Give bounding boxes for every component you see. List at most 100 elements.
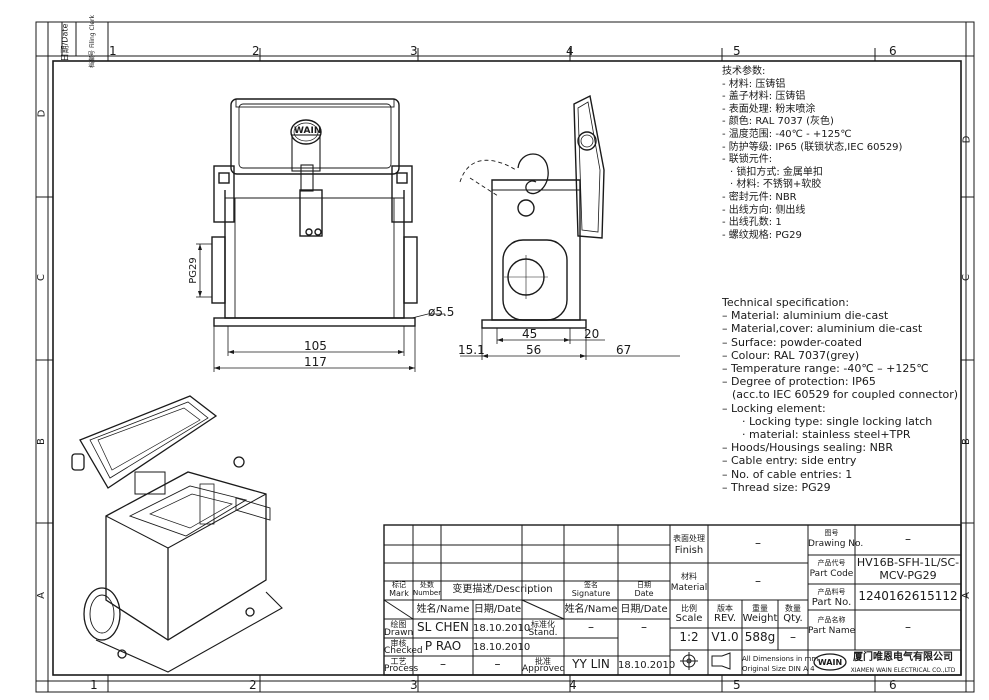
tb-rev-en: REV. xyxy=(714,613,736,624)
spec-cn-line: - 盖子材料: 压铸铝 xyxy=(722,91,806,103)
col-label-bottom-2: 2 xyxy=(249,678,257,692)
spec-cn-line: - 温度范围: -40℃ - +125℃ xyxy=(722,128,852,140)
spec-cn-line: - 密封元件: NBR xyxy=(722,191,797,203)
tb-qty-en: Qty. xyxy=(783,613,803,624)
tb-sig-en: Signature xyxy=(571,589,611,598)
row-label-left-c: C xyxy=(35,274,47,281)
tb-drawn-cn: 绘图 xyxy=(390,620,407,629)
spec-cn-line: - 出线方向: 侧出线 xyxy=(722,204,806,216)
tb-approved-name: YY LIN xyxy=(572,657,610,671)
side-view xyxy=(459,94,680,360)
tb-drawing-no-val: – xyxy=(905,532,911,546)
spec-cn-line: - 出线孔数: 1 xyxy=(722,217,782,229)
tb-number-cn: 处数 xyxy=(420,581,434,589)
col-label-top-6: 6 xyxy=(889,44,897,58)
tb-sig-cn: 签名 xyxy=(584,581,598,589)
spec-en-line: – Cable entry: side entry xyxy=(722,454,857,468)
tb-checked-date: 18.10.2010 xyxy=(473,642,531,653)
col-label-bottom-6: 6 xyxy=(889,678,897,692)
front-view xyxy=(196,98,445,372)
tb-part-name-cn: 产品名称 xyxy=(817,616,846,624)
tb-stand-en: Stand. xyxy=(528,628,558,638)
tb-drawn-en: Drawn xyxy=(384,628,414,638)
tb-stand-cn: 标准化 xyxy=(531,620,555,629)
tb-part-code-en: Part Code xyxy=(809,569,854,579)
dim-pg29: PG29 xyxy=(187,257,199,284)
row-label-left-d: D xyxy=(36,109,48,118)
col-label-top-5: 5 xyxy=(733,44,741,58)
tb-approved-date: 18.10.2010 xyxy=(618,660,676,671)
spec-cn-line: · 锁扣方式: 金属单扣 xyxy=(730,166,823,178)
spec-cn-line: - 防护等级: IP65 (联锁状态,IEC 60529) xyxy=(722,141,903,153)
tb-process-date: – xyxy=(494,657,501,671)
tb-dim-note2: Original Size DIN A 4 xyxy=(742,665,815,673)
spec-en-line: – Material: aluminium die-cast xyxy=(722,309,889,323)
spec-en-line: – Hoods/Housings sealing: NBR xyxy=(722,441,894,455)
corner-filing: 档案号 Filing Clerk xyxy=(88,15,96,68)
tb-date-hdr2: 日期/Date xyxy=(620,604,668,615)
tb-company-cn: 厦门唯恩电气有限公司 xyxy=(853,652,953,663)
tb-part-name-val: – xyxy=(905,620,911,634)
tb-checked-cn: 审核 xyxy=(390,639,407,648)
tb-weight-en: Weight xyxy=(742,613,778,624)
tb-company-en: XIAMEN WAIN ELECTRICAL CO.,LTD xyxy=(850,667,956,674)
tb-drawing-no-en: Drawing No. xyxy=(808,539,864,549)
dim-45: 45 xyxy=(522,327,538,341)
dim-151: 15.1 xyxy=(458,343,485,357)
spec-en-line: – Colour: RAL 7037(grey) xyxy=(722,348,860,362)
tb-rev-val: V1.0 xyxy=(711,630,739,644)
tb-part-code-val1: HV16B-SFH-1L/SC- xyxy=(856,556,960,569)
tb-approved-en: Approved xyxy=(522,664,566,674)
tb-part-code-val2: MCV-PG29 xyxy=(879,569,937,582)
tb-finish-en: Finish xyxy=(674,545,704,556)
row-label-left-a: A xyxy=(35,592,47,599)
tb-dim-note1: All Dimensions in mm xyxy=(742,655,819,663)
tb-checked-en: Checked xyxy=(384,646,423,656)
tb-checked-name: P RAO xyxy=(424,639,462,653)
tb-scale-val: 1:2 xyxy=(679,630,699,644)
tb-part-code-cn: 产品代号 xyxy=(817,559,846,567)
tb-scale-en: Scale xyxy=(675,613,703,624)
col-label-bottom-3: 3 xyxy=(410,678,418,692)
spec-english: Technical specification: – Material: alu… xyxy=(722,296,972,494)
tb-weight-cn: 重量 xyxy=(752,604,768,613)
col-label-top-1: 1 xyxy=(109,44,117,58)
tb-date-cn: 日期 xyxy=(637,581,651,589)
spec-cn-line: - 表面处理: 粉末喷涂 xyxy=(722,103,816,115)
tb-finish-val: – xyxy=(755,536,761,550)
spec-en-line: – Surface: powder-coated xyxy=(722,335,862,349)
row-label-left-b: B xyxy=(35,438,47,445)
spec-en-line: – Degree of protection: IP65 xyxy=(722,375,876,389)
tb-process-name: – xyxy=(440,657,446,671)
spec-en-line: – No. of cable entries: 1 xyxy=(722,467,853,481)
tb-weight-val: 588g xyxy=(744,630,776,644)
spec-en-line: – Locking element: xyxy=(722,401,826,415)
col-label-bottom-4: 4 xyxy=(569,678,577,692)
spec-cn-line: · 材料: 不锈钢+软胶 xyxy=(730,179,822,191)
spec-cn-line: 技术参数: xyxy=(722,66,766,77)
col-label-top-4: 4 xyxy=(566,44,574,58)
tb-scale-cn: 比例 xyxy=(681,604,697,613)
wain-logo xyxy=(813,653,847,671)
spec-cn-line: - 材料: 压铸铝 xyxy=(722,78,786,90)
tb-finish-cn: 表面处理 xyxy=(673,534,705,543)
tb-rev-cn: 版本 xyxy=(717,604,733,613)
tb-qty-cn: 数量 xyxy=(785,604,801,613)
tb-material-cn: 材料 xyxy=(681,572,697,581)
spec-en-line: – Temperature range: -40℃ – +125℃ xyxy=(722,362,929,376)
tb-logo-text: WAIN xyxy=(817,658,843,667)
isometric-view xyxy=(71,395,283,673)
dim-105: 105 xyxy=(304,339,327,353)
row-label-right-c: C xyxy=(960,274,972,281)
outer-frame xyxy=(35,21,975,693)
spec-en-line: (acc.to IEC 60529 for coupled connector) xyxy=(732,388,959,402)
tb-qty-val: – xyxy=(790,630,796,644)
tb-stand-date: – xyxy=(641,620,647,634)
row-label-right-a: A xyxy=(960,592,972,599)
spec-chinese: 技术参数: - 材料: 压铸铝 - 盖子材料: 压铸铝 - 表面处理: 粉末喷涂… xyxy=(722,66,972,242)
tb-material-val: – xyxy=(755,574,761,588)
tb-process-cn: 工艺 xyxy=(390,657,407,666)
tb-drawing-no-cn: 图号 xyxy=(824,529,839,537)
col-label-bottom-5: 5 xyxy=(733,678,741,692)
